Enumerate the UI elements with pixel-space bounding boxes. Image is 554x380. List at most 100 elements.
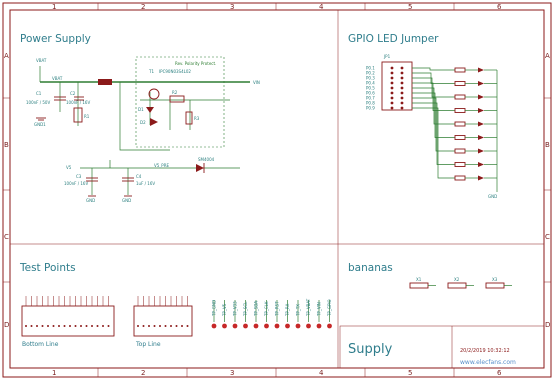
grid-row-d: D [4, 321, 9, 329]
gpio-resistor [454, 175, 466, 181]
bottom-pin-dot [47, 325, 49, 327]
inner-frame [9, 9, 545, 369]
jumper-pin [390, 96, 394, 100]
test-point-pad [274, 323, 280, 329]
test-point-label: TP_VBAT [306, 298, 311, 317]
jumper-pin [400, 71, 404, 75]
top-pin-dot [137, 325, 139, 327]
gpio-resistor [454, 67, 466, 73]
top-line-header [133, 305, 193, 337]
test-point-label: TP_TX [296, 304, 301, 317]
led-icon [478, 162, 484, 167]
led-icon [478, 121, 484, 127]
jumper-pin [390, 91, 394, 95]
grid-col-6-bottom: 6 [497, 369, 502, 377]
grid-col-4-bottom: 4 [319, 369, 324, 377]
test-point-label: TP_VIN [317, 302, 322, 317]
gpio-resistor [454, 121, 466, 127]
watermark-url: www.elecfans.com [460, 359, 516, 366]
jumper-pin [390, 106, 394, 110]
v5-pre-label: V5_PRE [154, 163, 169, 168]
bottom-line-label: Bottom Line [22, 341, 59, 348]
t1-symbol [148, 88, 160, 100]
gpio-resistor [454, 135, 466, 140]
rev-polarity-label: Rev. Polarity Protect. [175, 61, 216, 66]
bottom-pin-dot [69, 325, 71, 327]
d1-symbol [146, 107, 154, 113]
grid-row-a: A [4, 52, 9, 60]
bottom-pin-dot [52, 325, 55, 327]
gpio-wire [412, 102, 455, 165]
gpio-pin-label: P0.4 [366, 81, 375, 86]
jumper-pin [390, 101, 394, 105]
grid-col-2: 2 [141, 3, 145, 11]
grid-col-5: 5 [408, 3, 412, 11]
c1-value: 100nF / 50V [26, 100, 50, 105]
led-icon [478, 67, 484, 73]
r3-label: R3 [194, 116, 200, 121]
jumper-pin [390, 81, 394, 85]
gpio-resistor [454, 108, 466, 113]
power-supply-circuit: Rev. Polarity Protect. T1 IPC90N03S4L02 … [26, 56, 260, 203]
gpio-wire [412, 92, 455, 138]
banana-label: X3 [492, 277, 498, 282]
jumper-pin [400, 81, 404, 85]
d2-label: D2 [140, 120, 146, 125]
gpio-wire [412, 97, 455, 152]
gpio-led-circuit: JP1 P0.1P0.2P0.3P0.4P0.5P0.6P0.7P0.8P0.9… [366, 54, 498, 199]
power-supply-title: Power Supply [20, 33, 91, 45]
grid-col-2-bottom: 2 [141, 369, 145, 377]
top-pin-dot [170, 325, 172, 327]
r3-symbol [185, 111, 193, 125]
jumper-pin [400, 106, 404, 110]
test-point-label: TP_SCL [243, 301, 248, 317]
jumper-header [381, 61, 413, 111]
test-point-label: TP_GPIO [327, 299, 332, 317]
bottom-pin-dot [25, 325, 27, 327]
c2-label: C2 [70, 91, 76, 96]
test-point-pins [25, 296, 189, 327]
bottom-pin-dot [96, 325, 99, 327]
bananas-title: bananas [348, 262, 393, 274]
grid-row-b-right: B [545, 141, 550, 149]
grid-col-6: 6 [497, 3, 502, 11]
jumper-pin [400, 96, 404, 100]
grid-col-1: 1 [52, 3, 56, 11]
bottom-pin-dot [85, 325, 88, 327]
r1-label: R1 [84, 114, 90, 119]
test-point-label: TP_RX [285, 303, 290, 317]
v5-label: V5 [66, 165, 72, 170]
top-pin-dot [164, 325, 167, 327]
vbat-rail-label: VBAT [52, 76, 63, 81]
c4-label: C4 [136, 174, 142, 179]
gpio-resistor [454, 162, 466, 167]
top-pin-dot [159, 325, 161, 327]
jumper-pin [400, 86, 404, 90]
gpio-pin-label: P0.1 [366, 66, 375, 71]
gpio-pin-label: P0.3 [366, 76, 375, 81]
top-pin-dot [181, 325, 183, 327]
gpio-wire [412, 67, 455, 71]
bottom-pin-dot [102, 325, 104, 327]
test-point-pad [316, 323, 322, 329]
c3-value: 100nF / 16V [64, 181, 88, 186]
top-pin-dot [148, 325, 150, 327]
led-icon [478, 135, 484, 140]
title-date: 20/2/2019 10:32:12 [460, 348, 510, 354]
jumper-pin [390, 66, 394, 70]
jumper-pin [400, 91, 404, 95]
gpio-rows: P0.1P0.2P0.3P0.4P0.5P0.6P0.7P0.8P0.9 [366, 66, 497, 181]
title-block: Supply 20/2/2019 10:32:12 www.elecfans.c… [339, 325, 545, 369]
gpio-pin-label: P0.8 [366, 101, 375, 106]
vin-label: VIN [253, 80, 260, 85]
c2-value: 100nF / 16V [66, 100, 90, 105]
r2-symbol [169, 95, 185, 103]
test-point-pad [327, 323, 332, 329]
d3-symbol [196, 164, 204, 172]
gpio-wire [412, 77, 455, 98]
jumper-pin [390, 71, 394, 75]
c4-value: 1uF / 16V [136, 181, 155, 186]
gpio-pin-label: P0.9 [366, 106, 375, 111]
bottom-pin-dot [36, 325, 38, 327]
